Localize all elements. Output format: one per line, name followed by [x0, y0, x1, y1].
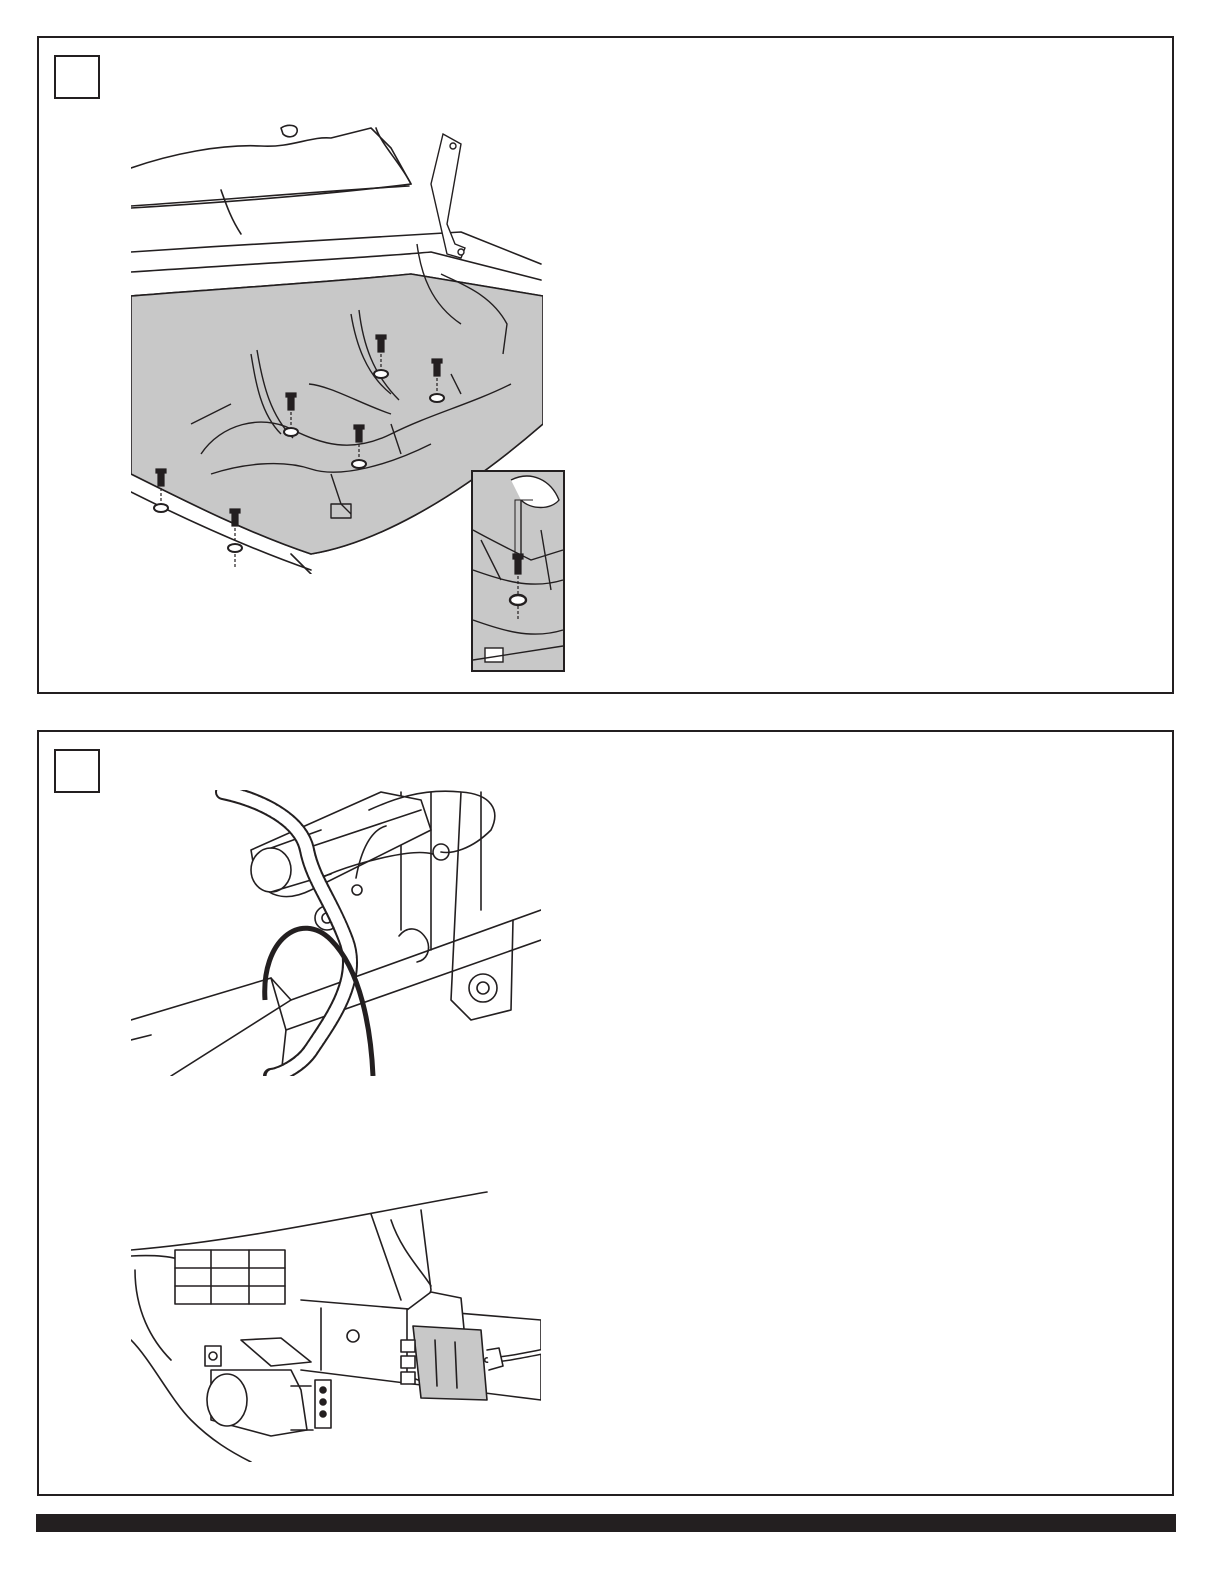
trailer-connector-illustration	[131, 1190, 541, 1462]
step-number-box	[54, 55, 100, 99]
step-panel-1	[37, 36, 1174, 694]
step-number-box	[54, 749, 100, 793]
hinge-bracket-illustration	[131, 790, 541, 1076]
step-panel-2	[37, 730, 1174, 1496]
detail-inset-illustration	[471, 470, 565, 672]
footer-bar	[36, 1514, 1176, 1532]
